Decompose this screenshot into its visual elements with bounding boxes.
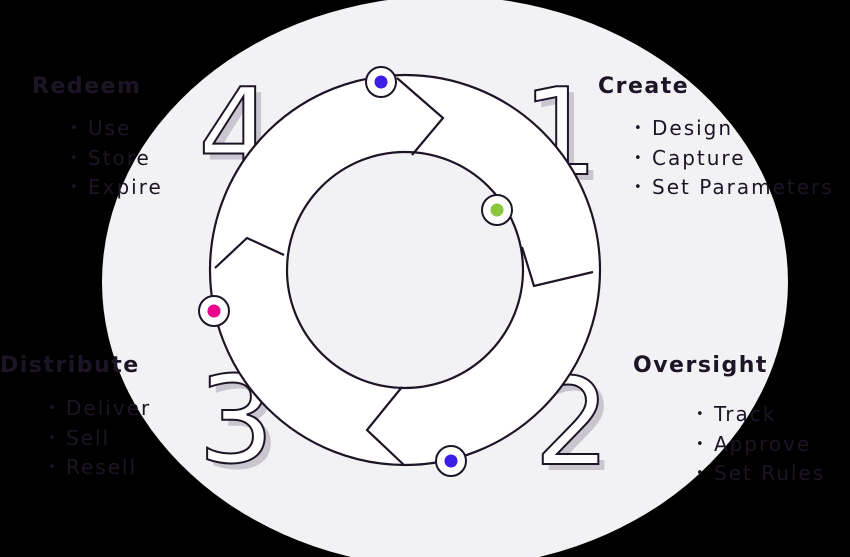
create-title: Create [598, 74, 690, 99]
oversight-title: Oversight [633, 353, 768, 378]
create-item: Design [634, 114, 834, 144]
create-list: Design Capture Set Parameters [634, 114, 834, 203]
redeem-item: Expire [70, 173, 163, 203]
redeem-item: Store [70, 144, 163, 174]
node-dot-create [481, 194, 513, 226]
separator-top [396, 77, 445, 156]
inner-ring [285, 150, 525, 390]
create-item: Capture [634, 144, 834, 174]
separator-right [520, 246, 594, 288]
redeem-item: Use [70, 114, 163, 144]
node-dot-oversight [435, 445, 467, 477]
redeem-list: Use Store Expire [70, 114, 163, 203]
node-dot-distribute [198, 295, 230, 327]
redeem-title: Redeem [32, 74, 142, 99]
distribute-title: Distribute [0, 353, 140, 378]
oversight-item: Set Rules [696, 459, 825, 489]
separator-left [214, 236, 285, 269]
separator-bottom [365, 386, 405, 466]
distribute-item: Sell [48, 424, 151, 454]
oversight-item: Approve [696, 430, 825, 460]
oversight-item: Track [696, 400, 825, 430]
distribute-item: Deliver [48, 394, 151, 424]
oversight-list: Track Approve Set Rules [696, 400, 825, 489]
create-item: Set Parameters [634, 173, 834, 203]
distribute-list: Deliver Sell Resell [48, 394, 151, 483]
node-dot-redeem [365, 66, 397, 98]
distribute-item: Resell [48, 453, 151, 483]
